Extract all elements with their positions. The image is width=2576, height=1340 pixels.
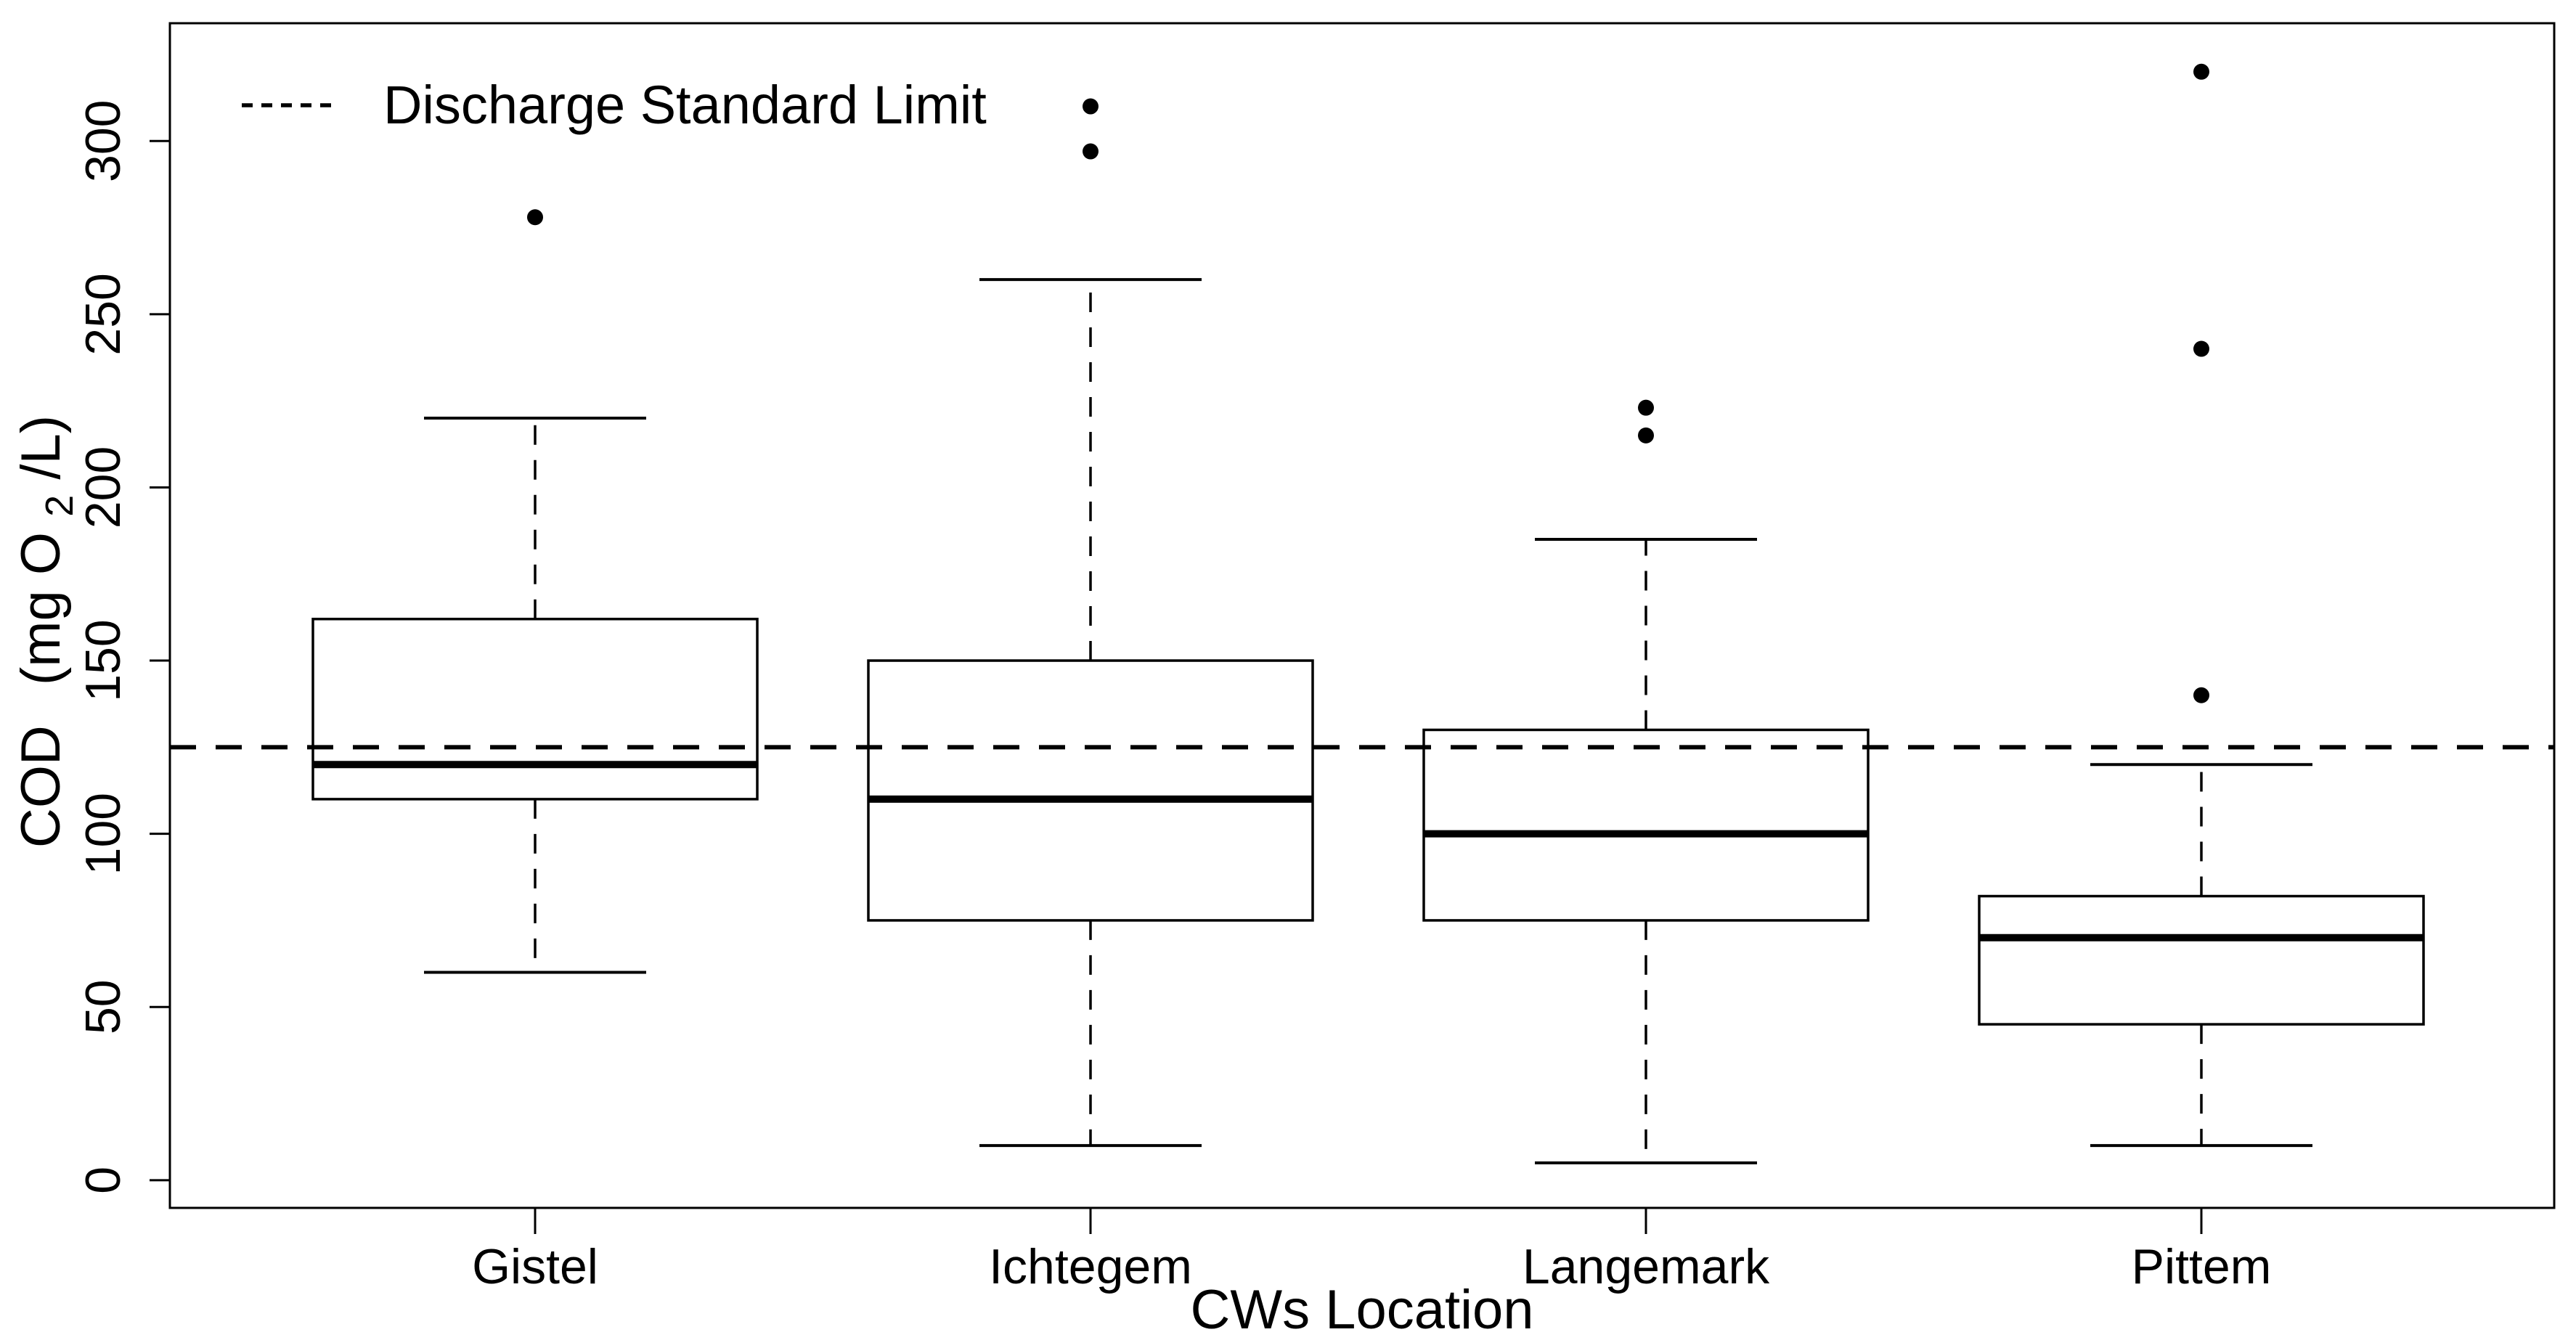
y-tick-label-50: 50 xyxy=(76,979,131,1034)
y-axis-title-word: COD xyxy=(10,725,72,848)
outlier-ichtegem-1 xyxy=(1083,98,1099,115)
y-tick-label-100: 100 xyxy=(76,793,131,875)
legend-label: Discharge Standard Limit xyxy=(383,75,987,135)
iqr-box-pittem xyxy=(1978,894,2425,1026)
outlier-langemark-0 xyxy=(1638,427,1654,444)
legend: Discharge Standard Limit xyxy=(242,75,987,135)
iqr-box-langemark xyxy=(1422,728,1870,922)
iqr-box-ichtegem xyxy=(867,659,1314,922)
y-tick-label-250: 250 xyxy=(76,273,131,355)
y-tick-label-300: 300 xyxy=(76,100,131,182)
y-axis-title: COD (mg O 2 /L) xyxy=(10,415,85,848)
outlier-pittem-2 xyxy=(2193,63,2209,80)
y-axis-title-unit-close: /L) xyxy=(10,415,72,480)
y-axis-title-unit-open: (mg O xyxy=(10,532,72,685)
outlier-langemark-1 xyxy=(1638,399,1654,416)
plot-frame xyxy=(168,22,2556,1209)
y-tick-label-0: 0 xyxy=(76,1167,131,1194)
outlier-pittem-1 xyxy=(2193,340,2209,357)
outlier-pittem-0 xyxy=(2193,687,2209,703)
outlier-gistel-0 xyxy=(527,209,543,226)
x-tick-label-pittem: Pittem xyxy=(2132,1239,2272,1294)
y-axis-title-sub: 2 xyxy=(38,495,81,517)
y-tick-label-200: 200 xyxy=(76,446,131,528)
x-tick-label-langemark: Langemark xyxy=(1523,1239,1770,1294)
outlier-ichtegem-0 xyxy=(1083,143,1099,160)
iqr-box-gistel xyxy=(311,618,759,801)
x-tick-label-ichtegem: Ichtegem xyxy=(989,1239,1192,1294)
x-tick-label-gistel: Gistel xyxy=(472,1239,598,1294)
x-axis-title: CWs Location xyxy=(1190,1279,1533,1340)
y-tick-label-150: 150 xyxy=(76,619,131,701)
